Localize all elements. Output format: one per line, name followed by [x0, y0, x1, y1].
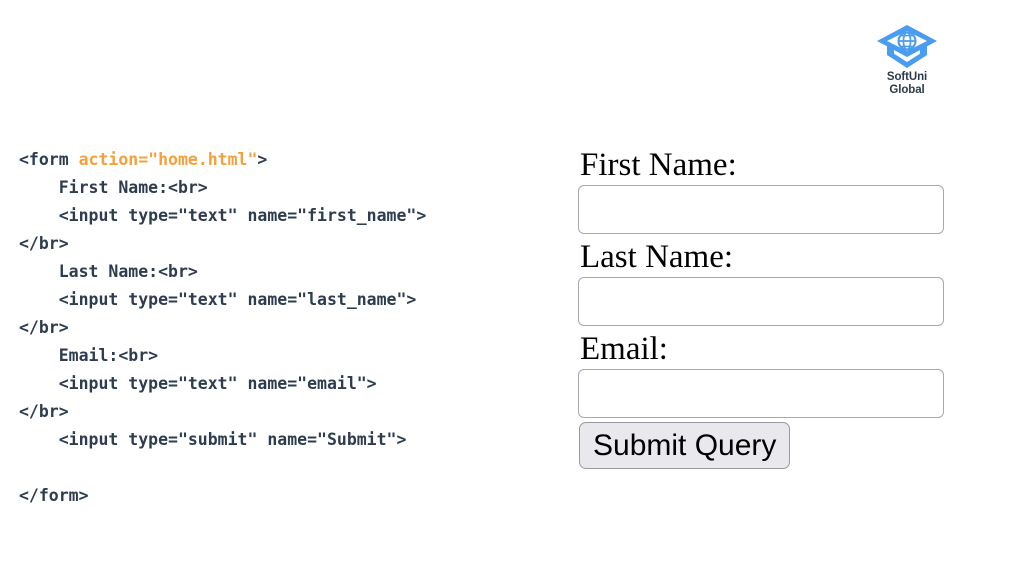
code-token-tag: First Name:<br>: [19, 178, 208, 197]
code-token-tag: <form: [19, 150, 79, 169]
field-label-email: Email:: [580, 331, 668, 367]
input-first_name[interactable]: [578, 185, 944, 234]
logo-wordmark: SoftUni Global: [874, 71, 940, 96]
code-token-tag: <input type="text" name="email">: [19, 374, 377, 393]
logo-wordmark-line2: Global: [889, 83, 925, 96]
code-listing: <form action="home.html"> First Name:<br…: [19, 146, 549, 510]
form-fields: First Name: Last Name: Email:: [578, 146, 958, 418]
code-token-tag: <input type="submit" name="Submit">: [19, 430, 407, 449]
code-token-tag: </br>: [19, 318, 69, 337]
softuni-global-logo: SoftUni Global: [874, 24, 940, 96]
code-token-attr: action="home.html": [78, 150, 258, 169]
code-token-tag: <input type="text" name="last_name">: [19, 290, 417, 309]
input-last_name[interactable]: [578, 277, 944, 326]
code-token-tag: </br>: [19, 234, 69, 253]
code-token-tag: </form>: [19, 486, 89, 505]
code-token-tag: </br>: [19, 402, 69, 421]
code-token-tag: <input type="text" name="first_name">: [19, 206, 427, 225]
graduation-cap-globe-icon: [874, 24, 940, 70]
field-label-last_name: Last Name:: [580, 239, 734, 275]
input-email[interactable]: [578, 369, 944, 418]
field-label-first_name: First Name:: [580, 147, 737, 183]
rendered-form-preview: First Name: Last Name: Email: Submit Query: [578, 146, 958, 469]
submit-query-button[interactable]: Submit Query: [579, 422, 791, 469]
code-token-tag: Last Name:<br>: [19, 262, 198, 281]
logo-wordmark-line1: SoftUni: [886, 71, 928, 83]
html-code-snippet: <form action="home.html"> First Name:<br…: [19, 146, 549, 510]
code-token-tag: >: [257, 150, 268, 169]
code-token-tag: Email:<br>: [19, 346, 159, 365]
